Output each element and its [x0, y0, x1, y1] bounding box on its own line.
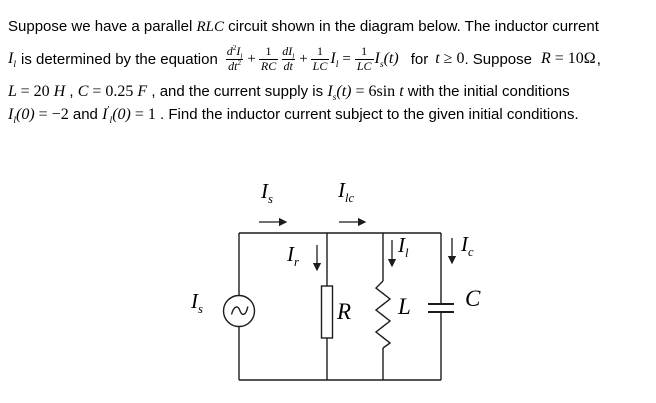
- resistance-value: R = 10Ω: [541, 50, 596, 67]
- initial-condition-2: I′l(0) = 1: [102, 104, 156, 127]
- initial-condition-1: Il(0) = −2: [8, 106, 69, 127]
- fraction-dil-dt: dIl dt: [280, 44, 296, 73]
- label-capacitor: C: [465, 286, 481, 311]
- fraction-denominator: LC: [310, 58, 330, 73]
- fraction-numerator: 1: [265, 44, 272, 59]
- time-condition: t ≥ 0: [435, 50, 465, 67]
- plus-operator: +: [247, 50, 256, 67]
- label-resistor: R: [337, 299, 352, 324]
- problem-line-3: L = 20 H , C = 0.25 F , and the current …: [8, 80, 656, 103]
- plus-operator: +: [299, 50, 308, 67]
- label-ir: Ir: [287, 242, 299, 270]
- current-source-sine-icon: [230, 306, 249, 316]
- fraction-1-rc: 1 RC: [258, 44, 279, 73]
- line2-text-for: for: [410, 50, 429, 68]
- fraction-1-lc: 1 LC: [310, 44, 330, 73]
- label-inductor: L: [398, 294, 411, 319]
- resistor-box: [320, 285, 334, 339]
- source-current-function: Is(t): [374, 50, 399, 71]
- fraction-denominator: LC: [354, 58, 374, 73]
- comma: ,: [596, 50, 601, 68]
- label-ilc-top: Ilc: [338, 178, 355, 206]
- problem-statement: Suppose we have a parallel RLC circuit s…: [8, 16, 656, 126]
- inductor-current-symbol: Il: [330, 50, 339, 71]
- problem-line-4: Il(0) = −2 and I′l(0) = 1 . Find the ind…: [8, 103, 656, 126]
- fraction-numerator: 1: [317, 44, 324, 59]
- line4-text-2: . Find the inductor current subject to t…: [155, 106, 579, 123]
- line1-text-post: circuit shown in the diagram below. The …: [223, 18, 599, 35]
- fraction-1-lc: 1 LC: [354, 44, 374, 73]
- fraction-denominator: dt2: [226, 58, 244, 73]
- label-il: Il: [398, 233, 409, 261]
- fraction-numerator: d2Il: [226, 44, 243, 61]
- line2-text-1: is determined by the equation: [21, 50, 218, 68]
- line3-text-1: , and the current supply is: [147, 83, 328, 100]
- label-ic: Ic: [461, 232, 474, 260]
- line1-text-pre: Suppose we have a parallel: [8, 18, 197, 35]
- line4-text-and: and: [68, 106, 103, 123]
- separator: ,: [65, 83, 78, 100]
- problem-line-1: Suppose we have a parallel RLC circuit s…: [8, 16, 656, 38]
- label-is-source: Is: [191, 289, 203, 317]
- fraction-numerator: 1: [361, 44, 368, 59]
- line2-text-suppose: . Suppose: [464, 50, 532, 68]
- line3-text-2: with the initial conditions: [403, 83, 570, 100]
- supply-current-function: Is(t) = 6sin t: [327, 83, 404, 104]
- fraction-numerator: dIl: [282, 44, 295, 61]
- problem-line-2-equation: Il is determined by the equation d2Il dt…: [8, 38, 656, 80]
- inductance-value: L = 20 H: [8, 83, 66, 100]
- fraction-denominator: RC: [258, 58, 279, 73]
- inductor-zigzag: [374, 280, 392, 349]
- equals-sign: =: [342, 50, 351, 67]
- fraction-d2il-dt2: d2Il dt2: [225, 44, 245, 73]
- inductor-current-symbol: Il: [8, 50, 16, 71]
- line1-rlc: RLC: [196, 19, 224, 35]
- current-source-circle: [222, 294, 256, 328]
- label-is-top: Is: [261, 179, 273, 207]
- capacitance-value: C = 0.25 F: [77, 83, 148, 100]
- fraction-denominator: dt: [281, 58, 295, 73]
